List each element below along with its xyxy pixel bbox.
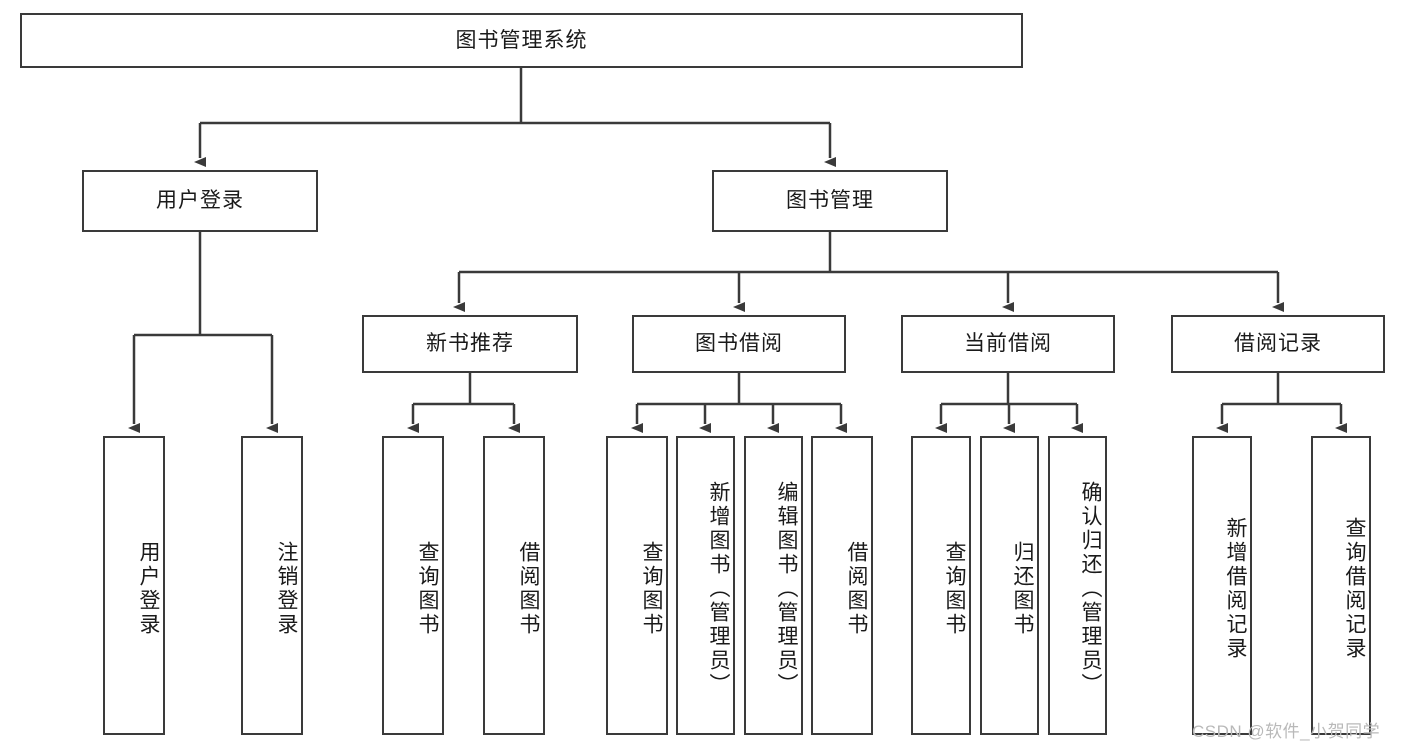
leaf-borrow-add-book-admin[interactable]: 新增图书（管理员）	[676, 436, 735, 735]
node-label: 归还图书	[1011, 540, 1034, 637]
leaf-current-query-book[interactable]: 查询图书	[911, 436, 971, 735]
node-label: 注销登录	[275, 540, 298, 637]
node-root-book-management-system[interactable]: 图书管理系统	[20, 13, 1023, 68]
csdn-watermark: CSDN @软件_小贺同学	[1192, 722, 1381, 741]
node-label: 借阅记录	[1234, 332, 1322, 356]
leaf-borrow-edit-book-admin[interactable]: 编辑图书（管理员）	[744, 436, 803, 735]
node-label: 查询图书	[640, 540, 663, 637]
node-label: 图书管理系统	[455, 28, 588, 52]
node-label: 新增图书（管理员）	[707, 480, 730, 697]
node-book-borrow[interactable]: 图书借阅	[632, 315, 846, 373]
node-label: 新书推荐	[426, 332, 514, 356]
leaf-new-book-query[interactable]: 查询图书	[382, 436, 444, 735]
leaf-record-add[interactable]: 新增借阅记录	[1192, 436, 1252, 735]
node-label: 编辑图书（管理员）	[775, 480, 798, 697]
node-label: 新增借阅记录	[1224, 516, 1247, 661]
node-label: 用户登录	[137, 540, 160, 637]
leaf-user-login[interactable]: 用户登录	[103, 436, 165, 735]
leaf-new-book-borrow[interactable]: 借阅图书	[483, 436, 545, 735]
leaf-current-confirm-return-admin[interactable]: 确认归还（管理员）	[1048, 436, 1107, 735]
node-label: 查询图书	[943, 540, 966, 637]
leaf-logout[interactable]: 注销登录	[241, 436, 303, 735]
leaf-borrow-borrow-book[interactable]: 借阅图书	[811, 436, 873, 735]
node-label: 当前借阅	[964, 332, 1052, 356]
node-label: 查询图书	[416, 540, 439, 637]
node-new-book-recommend[interactable]: 新书推荐	[362, 315, 578, 373]
leaf-borrow-query-book[interactable]: 查询图书	[606, 436, 668, 735]
node-current-borrow[interactable]: 当前借阅	[901, 315, 1115, 373]
node-label: 借阅图书	[517, 540, 540, 637]
node-label: 图书管理	[786, 189, 874, 213]
leaf-current-return-book[interactable]: 归还图书	[980, 436, 1039, 735]
node-label: 查询借阅记录	[1343, 516, 1366, 661]
leaf-record-query[interactable]: 查询借阅记录	[1311, 436, 1371, 735]
node-label: 借阅图书	[845, 540, 868, 637]
node-book-management[interactable]: 图书管理	[712, 170, 948, 232]
node-user-login[interactable]: 用户登录	[82, 170, 318, 232]
node-label: 确认归还（管理员）	[1079, 480, 1102, 697]
node-borrow-record[interactable]: 借阅记录	[1171, 315, 1385, 373]
node-label: 用户登录	[156, 189, 244, 213]
node-label: 图书借阅	[695, 332, 783, 356]
